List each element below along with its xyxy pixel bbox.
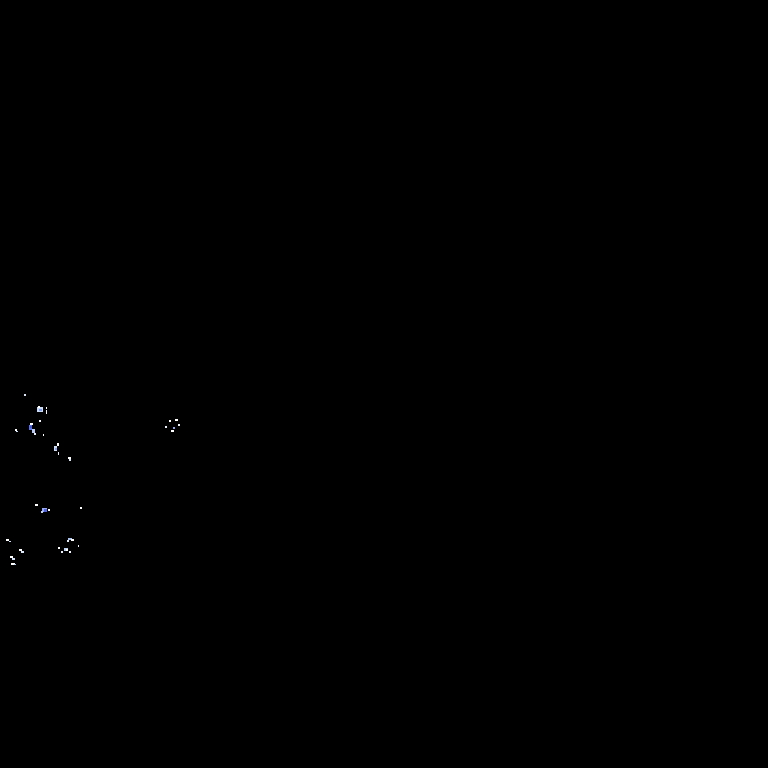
speck (46, 407, 47, 409)
speck (19, 549, 22, 551)
speck (10, 556, 13, 558)
speck (66, 549, 68, 551)
speck (55, 448, 57, 450)
speck (41, 511, 43, 513)
speck (165, 426, 167, 428)
speck (64, 548, 68, 551)
speck (171, 430, 174, 432)
speck (34, 433, 36, 435)
speck (21, 551, 24, 553)
speck (38, 406, 40, 408)
speck (39, 420, 41, 422)
speck (42, 508, 47, 512)
speck (39, 409, 42, 411)
speck (54, 446, 57, 451)
speck (178, 424, 180, 426)
speck (58, 452, 59, 455)
speck (173, 427, 175, 429)
speck (6, 539, 9, 541)
speck (32, 429, 35, 433)
speck (57, 443, 59, 446)
speck (69, 459, 71, 461)
speck (9, 541, 11, 542)
speck (30, 423, 33, 425)
speck (14, 564, 16, 565)
speck (69, 551, 71, 553)
speck (43, 434, 44, 436)
speck (169, 420, 171, 422)
speck (11, 563, 15, 565)
speck (35, 504, 38, 506)
speck (68, 457, 71, 459)
speck (30, 426, 32, 428)
speck (78, 545, 79, 547)
speck (44, 509, 47, 512)
speck (58, 547, 60, 549)
speck (37, 407, 43, 412)
speck (24, 394, 26, 396)
speck (80, 507, 82, 509)
speck (12, 558, 15, 560)
speck (48, 509, 50, 511)
speck (29, 425, 32, 430)
speck (67, 540, 69, 542)
speck (71, 539, 74, 541)
speck (46, 410, 47, 414)
speck (61, 551, 63, 553)
speck (16, 431, 18, 432)
speck (15, 429, 17, 431)
speck (68, 538, 72, 540)
speck (175, 419, 178, 421)
